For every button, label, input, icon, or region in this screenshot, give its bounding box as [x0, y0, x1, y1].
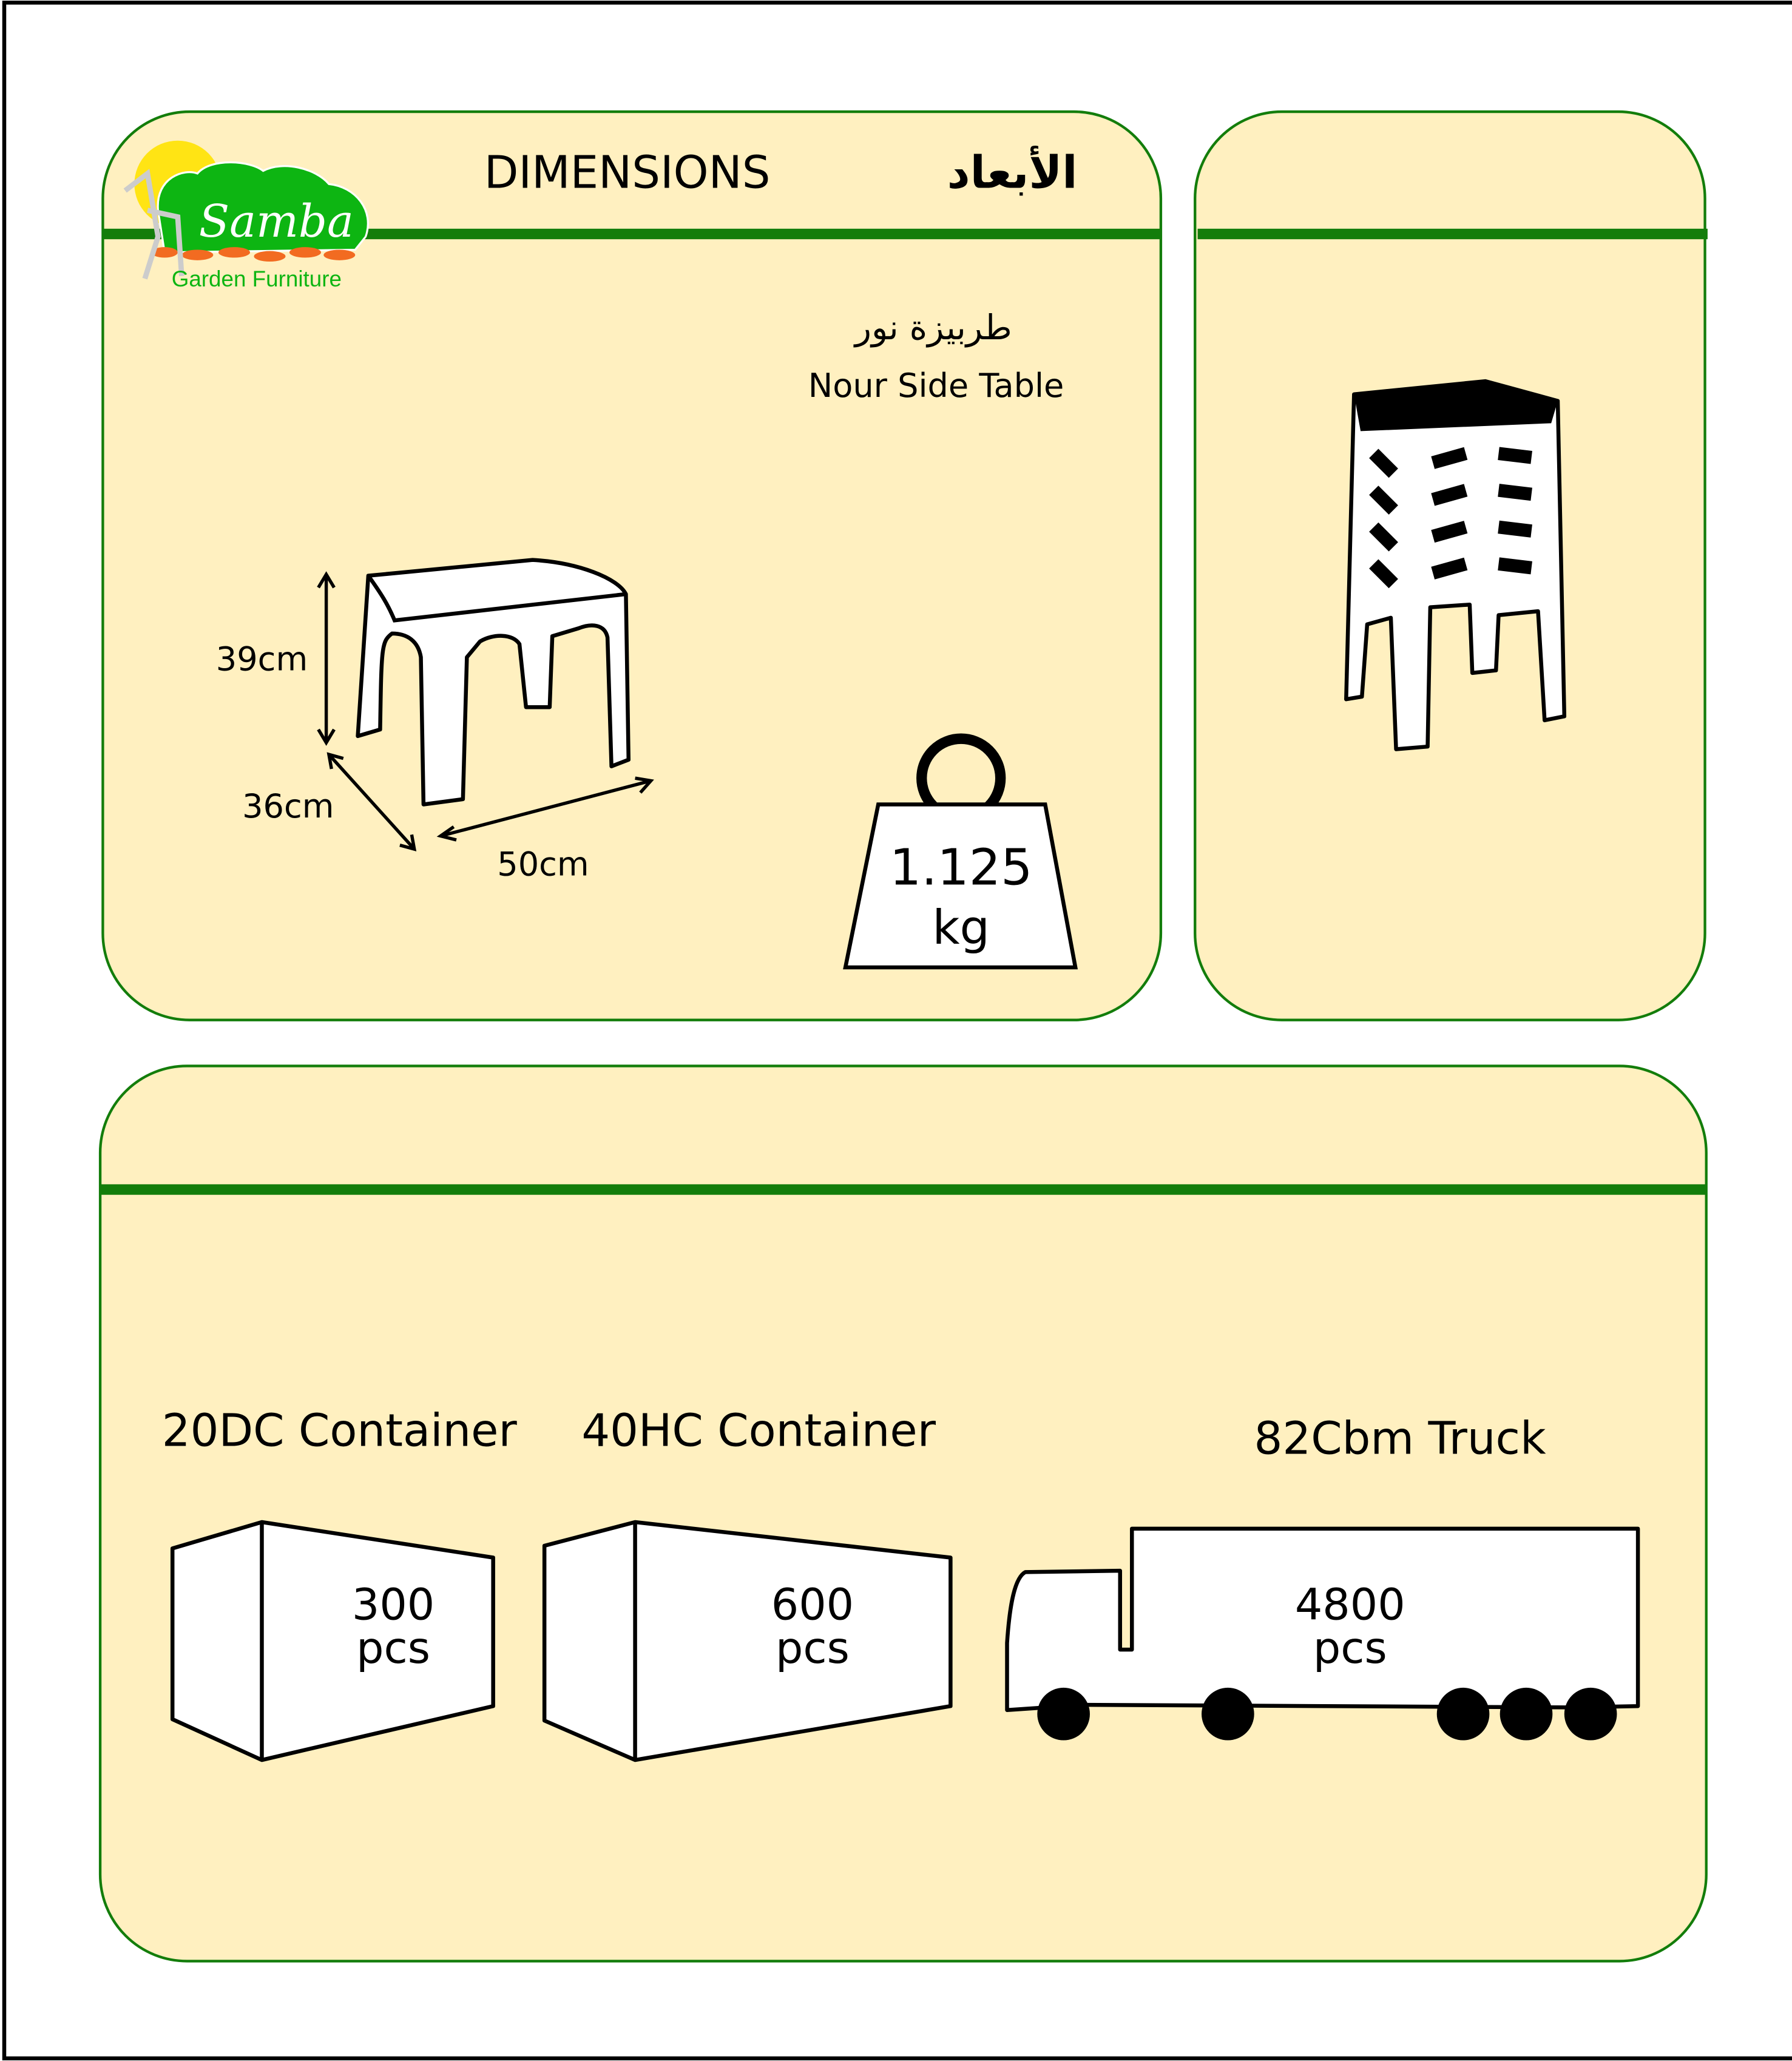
shipping-panel: 20DC Container 40HC Container 82Cbm Truc… — [98, 1064, 1708, 1963]
stacking-panel — [1194, 110, 1708, 1021]
logo-brand: Samba — [199, 196, 354, 248]
width-label: 50cm — [497, 845, 589, 883]
height-label: 39cm — [216, 640, 308, 679]
container-40hc-icon: 600 pcs — [542, 1520, 953, 1762]
weight-icon: 1.125 kg — [843, 733, 1078, 970]
header-divider — [100, 1184, 1706, 1195]
weight-value: 1.125 — [890, 839, 1033, 897]
unit-truck: pcs — [1313, 1623, 1387, 1673]
depth-label: 36cm — [242, 787, 334, 825]
panel-bg — [98, 1064, 1708, 1963]
qty-20dc: 300 — [352, 1579, 434, 1630]
weight-unit: kg — [932, 901, 990, 955]
shipping-label-40hc: 40HC Container — [581, 1405, 936, 1457]
unit-20dc: pcs — [356, 1623, 430, 1673]
title-en: DIMENSIONS — [484, 147, 771, 199]
truck-icon: 4800 pcs — [1005, 1526, 1640, 1741]
stacked-tables-image — [1344, 379, 1567, 751]
qty-truck: 4800 — [1295, 1579, 1405, 1630]
unit-40hc: pcs — [776, 1623, 850, 1673]
dimensions-panel: Samba Garden Furniture DIMENSIONS الأبعا… — [101, 110, 1163, 1021]
product-name-en: Nour Side Table — [808, 367, 1064, 405]
header-divider — [1197, 228, 1708, 240]
panel-bg — [101, 110, 1163, 1021]
shipping-label-truck: 82Cbm Truck — [1254, 1413, 1547, 1464]
dimension-arrows — [317, 571, 654, 851]
samba-logo: Samba Garden Furniture — [123, 140, 369, 291]
product-name-ar: طربيزة نور — [853, 308, 1012, 348]
shipping-label-20dc: 20DC Container — [162, 1405, 518, 1457]
table-drawing — [356, 558, 631, 807]
container-20dc-icon: 300 pcs — [170, 1520, 495, 1762]
title-ar: الأبعاد — [947, 146, 1078, 199]
logo-tagline: Garden Furniture — [172, 266, 342, 291]
qty-40hc: 600 — [771, 1579, 854, 1630]
